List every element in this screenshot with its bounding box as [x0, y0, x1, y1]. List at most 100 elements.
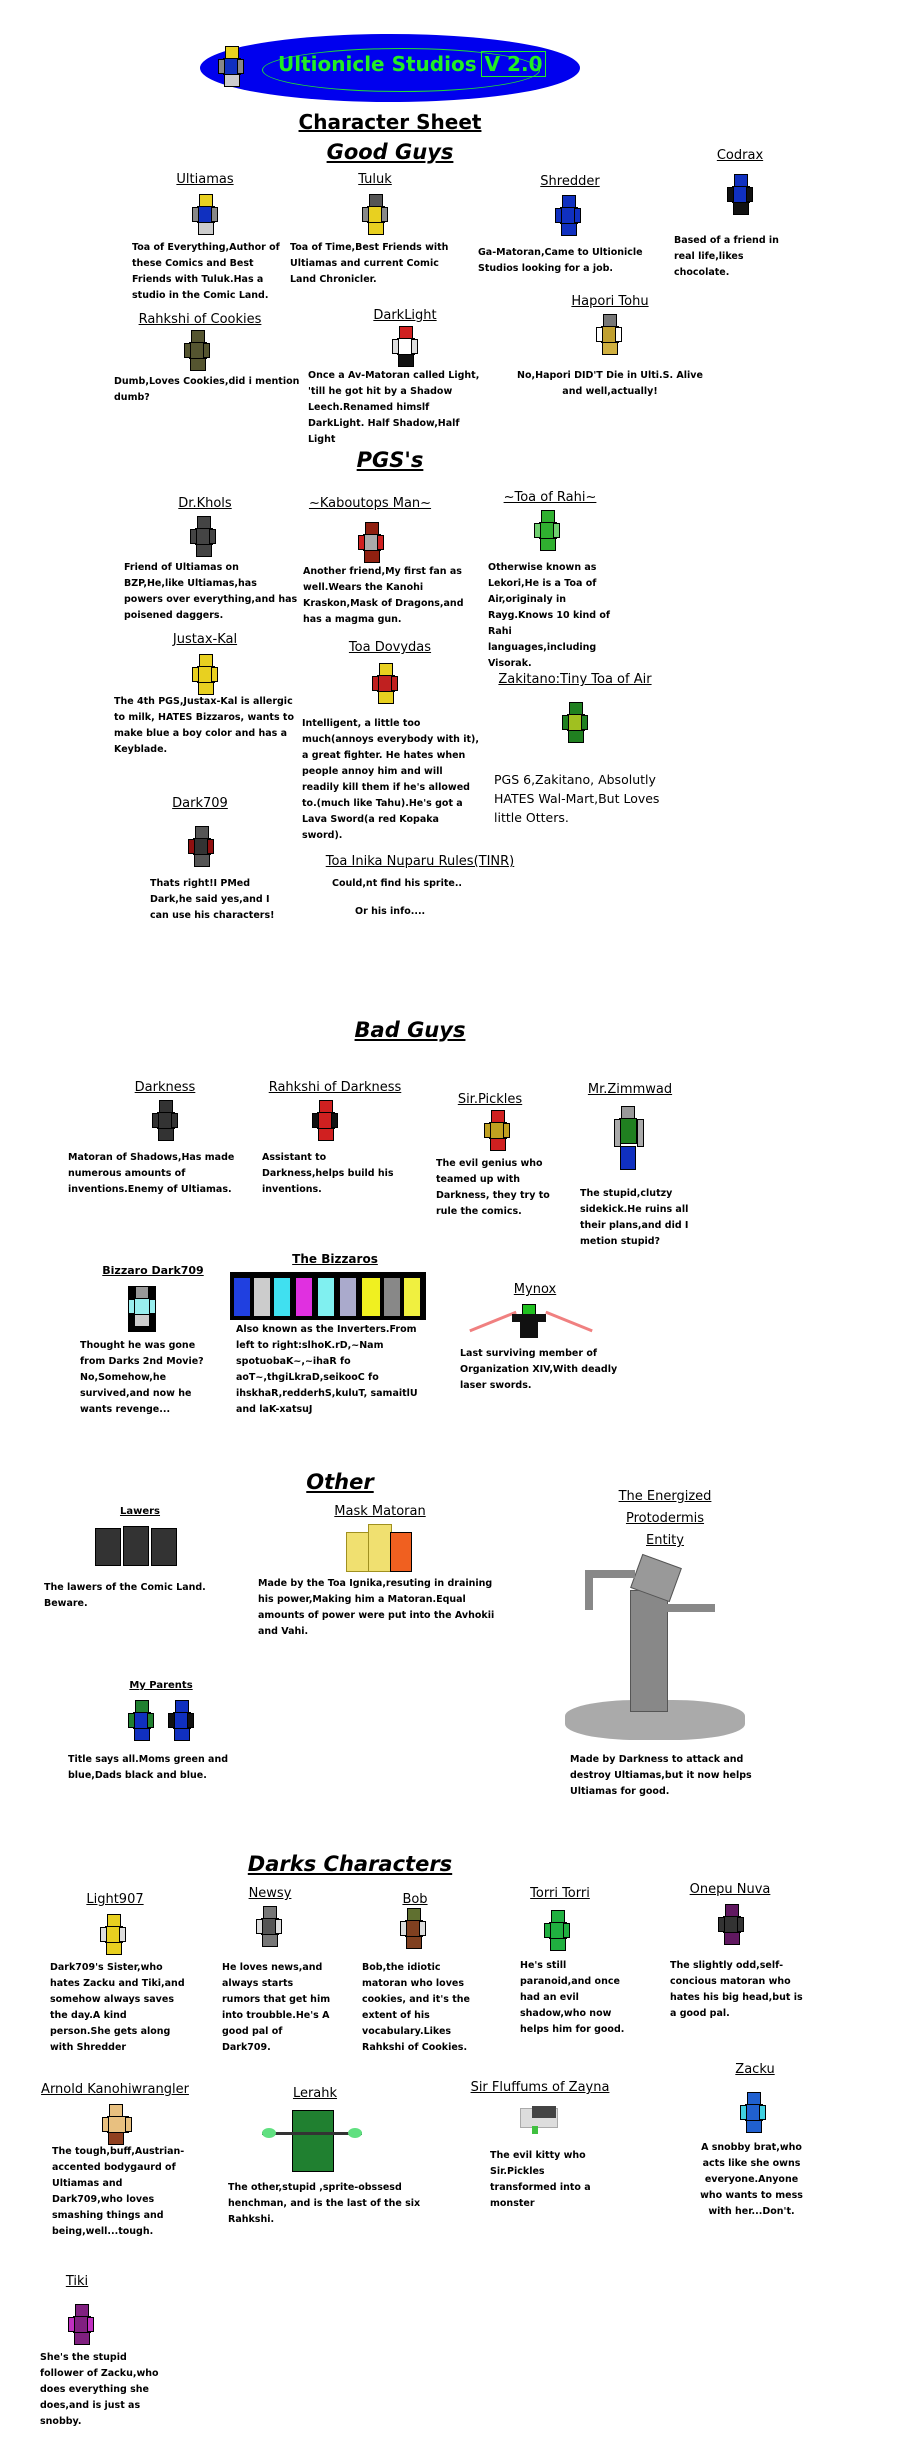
char-name: Tiki	[65, 2274, 89, 2289]
character-sprite-icon	[562, 702, 588, 743]
char-name: Mynox	[513, 1282, 557, 1297]
character-sprite-icon	[100, 1914, 126, 1955]
banner-inner-ring	[262, 48, 540, 92]
char-desc: The evil kitty who Sir.Pickles transform…	[490, 2150, 591, 2209]
mascot-sprite-icon	[218, 46, 244, 87]
mom-sprite-icon	[128, 1700, 154, 1741]
char-desc: Last surviving member of Organization XI…	[460, 1348, 618, 1391]
mynox-sprite-icon	[460, 1302, 600, 1338]
section-bad-guys: Bad Guys	[354, 1018, 466, 1042]
char-name: Shredder	[540, 174, 600, 189]
char-desc: Otherwise known as Lekori,He is a Toa of…	[488, 562, 611, 669]
char-name: Sir Fluffums of Zayna	[470, 2080, 610, 2095]
char-name: Justax-Kal	[172, 632, 238, 647]
char-name: ~Toa of Rahi~	[503, 490, 597, 505]
char-name: Light907	[86, 1892, 144, 1907]
char-name: Hapori Tohu	[571, 294, 649, 309]
char-name: ~Kaboutops Man~	[308, 496, 432, 511]
character-sprite-icon	[484, 1110, 510, 1151]
char-name: Dr.Khols	[178, 496, 232, 511]
char-name: Bizzaro Dark709	[102, 1264, 204, 1277]
char-desc: Made by Darkness to attack and destroy U…	[570, 1754, 752, 1797]
char-desc: The 4th PGS,Justax-Kal is allergic to mi…	[114, 696, 294, 755]
character-sprite-icon	[372, 663, 398, 704]
character-sprite-icon	[188, 826, 214, 867]
char-desc: Thats right!I PMed Dark,he said yes,and …	[150, 878, 275, 921]
character-sprite-icon	[718, 1904, 744, 1945]
char-name: Rahkshi of Darkness	[268, 1080, 402, 1095]
char-name: The Bizzaros	[292, 1252, 378, 1266]
character-sprite-icon	[362, 194, 388, 235]
section-pgs: PGS's	[356, 448, 424, 472]
char-name: Codrax	[716, 148, 764, 163]
char-desc: Ga-Matoran,Came to Ultionicle Studios lo…	[478, 247, 643, 274]
char-desc: Also known as the Inverters.From left to…	[236, 1324, 418, 1415]
lawers-group-sprite-icon	[93, 1526, 179, 1566]
char-name: Zacku	[735, 2062, 775, 2077]
char-desc: Bob,the idiotic matoran who loves cookie…	[362, 1962, 470, 2053]
character-sprite-icon	[400, 1908, 426, 1949]
char-desc: Matoran of Shadows,Has made numerous amo…	[68, 1152, 235, 1195]
character-sprite-icon	[534, 510, 560, 551]
char-desc: Dark709's Sister,who hates Zacku and Tik…	[50, 1962, 185, 2053]
char-name: My Parents	[129, 1680, 193, 1691]
lerahk-sprite-icon	[262, 2106, 372, 2172]
mask-matoran-sprite-icon	[344, 1522, 414, 1572]
character-sprite-icon	[184, 330, 210, 371]
character-sprite-icon	[312, 1100, 338, 1141]
char-name: Sir.Pickles	[457, 1092, 523, 1107]
char-desc: Toa of Everything,Author of these Comics…	[132, 242, 280, 301]
char-desc: PGS 6,Zakitano, Absolutly HATES Wal-Mart…	[494, 772, 660, 825]
character-sprite-icon	[740, 2092, 766, 2133]
char-name: Tuluk	[358, 172, 392, 187]
char-desc: The stupid,clutzy sidekick.He ruins all …	[580, 1188, 689, 1247]
page-title: Character Sheet	[298, 110, 482, 134]
char-desc: No,Hapori DID'T Die in Ulti.S. Alive and…	[517, 370, 703, 397]
character-sprite-icon	[192, 194, 218, 235]
section-good-guys: Good Guys	[326, 140, 454, 164]
char-desc: The evil genius who teamed up with Darkn…	[436, 1158, 550, 1217]
character-sprite-icon	[614, 1106, 644, 1170]
character-sprite-icon	[392, 326, 418, 367]
char-desc: Based of a friend in real life,likes cho…	[674, 235, 779, 278]
char-desc: Assistant to Darkness,helps build his in…	[262, 1152, 394, 1195]
char-desc: The lawers of the Comic Land. Beware.	[44, 1582, 206, 1609]
char-name-entity: The Energized Protodermis Entity	[618, 1489, 712, 1548]
char-desc: Made by the Toa Ignika,resuting in drain…	[258, 1578, 495, 1637]
char-desc: Another friend,My first fan as well.Wear…	[303, 566, 464, 625]
char-name: Newsy	[248, 1886, 292, 1901]
char-name: Darkness	[134, 1080, 196, 1095]
char-desc-extra: Or his info....	[355, 906, 426, 917]
char-name: Arnold Kanohiwrangler	[41, 2082, 189, 2097]
character-sprite-icon	[192, 654, 218, 695]
char-name: Ultiamas	[176, 172, 234, 187]
section-darks-characters: Darks Characters	[247, 1852, 453, 1876]
character-sprite-icon	[152, 1100, 178, 1141]
char-desc: Could,nt find his sprite..	[332, 878, 463, 889]
version-badge: V 2.0	[480, 51, 547, 77]
sir-fluffums-sprite-icon	[520, 2104, 560, 2134]
char-desc: Title says all.Moms green and blue,Dads …	[68, 1754, 229, 1781]
char-name: Bob	[402, 1892, 428, 1907]
char-name: Toa Dovydas	[348, 640, 432, 655]
character-sprite-icon	[596, 314, 622, 355]
char-desc: Friend of Ultiamas on BZP,He,like Ultiam…	[124, 562, 298, 621]
energized-protodermis-entity-sprite-icon	[565, 1553, 745, 1740]
char-desc: The slightly odd,self-concious matoran w…	[670, 1960, 803, 2019]
char-name: Rahkshi of Cookies	[138, 312, 262, 327]
character-sprite-icon	[544, 1910, 570, 1951]
char-name: Mask Matoran	[334, 1504, 426, 1519]
char-desc: The other,stupid ,sprite-obssesd henchma…	[228, 2182, 421, 2225]
char-name: Dark709	[172, 796, 228, 811]
char-desc: Toa of Time,Best Friends with Ultiamas a…	[290, 242, 449, 285]
char-name: Lerahk	[292, 2086, 338, 2101]
dad-sprite-icon	[168, 1700, 194, 1741]
char-name: Lawers	[119, 1506, 161, 1517]
char-desc: The tough,buff,Austrian-accented bodygau…	[52, 2146, 185, 2237]
character-sprite-icon	[102, 2104, 132, 2145]
character-sprite-icon	[128, 1286, 156, 1332]
char-name: Onepu Nuva	[689, 1882, 771, 1897]
character-sprite-icon	[256, 1906, 282, 1947]
